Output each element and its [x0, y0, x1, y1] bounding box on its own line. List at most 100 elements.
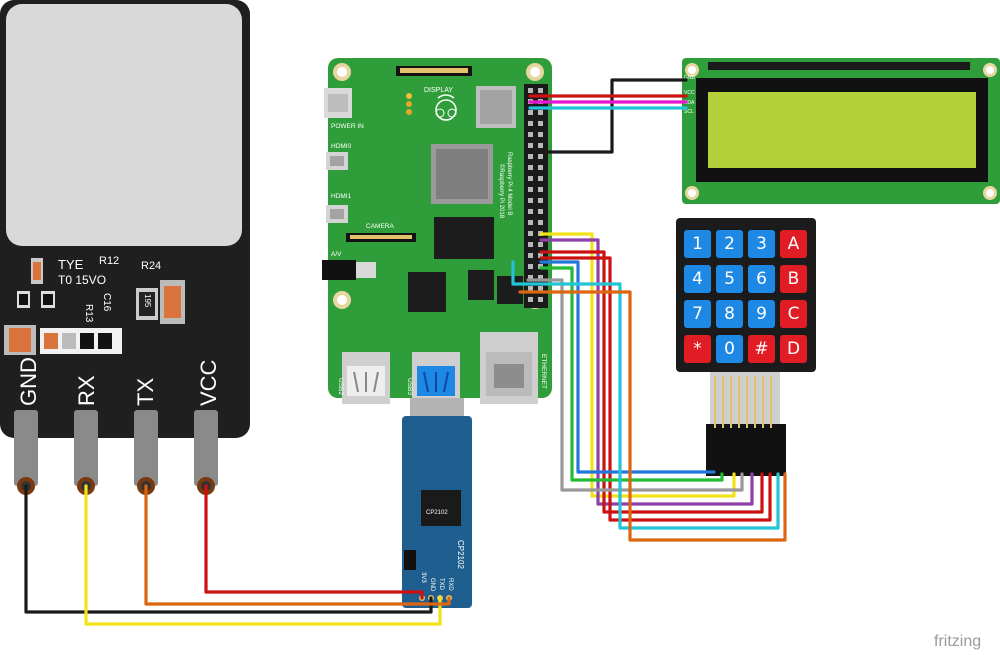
pi-display-label: DISPLAY — [424, 87, 453, 94]
wire-sensor-vcc — [204, 484, 424, 600]
gpio-pin — [528, 187, 533, 192]
wires — [24, 78, 787, 626]
wire-keypad-row3 — [539, 250, 764, 514]
keypad-key-label: * — [693, 339, 702, 359]
keypad-key — [748, 230, 775, 258]
gpio-pin — [538, 88, 543, 93]
gpio-pin — [528, 132, 533, 137]
gpio-pin — [528, 121, 533, 126]
wire-keypad-col5 — [518, 290, 787, 542]
gpio-pin — [528, 143, 533, 148]
gpio-pin — [538, 242, 543, 247]
keypad-key — [716, 300, 743, 328]
svg-text:SCL: SCL — [684, 109, 694, 115]
gpio-pin — [538, 110, 543, 115]
gpio-pin — [528, 297, 533, 302]
keypad-key-label: D — [787, 339, 800, 359]
raspberry-logo-icon — [435, 94, 457, 121]
wire-lcd-gnd — [537, 78, 688, 154]
gpio-pin — [528, 110, 533, 115]
pi-ethernet-label: ETHERNET — [540, 354, 547, 389]
gpio-pin — [538, 209, 543, 214]
raspberry-pi-board: DISPLAY POWER IN HDMI0 HDMI1 CAMERA — [322, 58, 552, 404]
gpio-header — [524, 84, 548, 308]
keypad-ribbon-trace — [730, 376, 732, 428]
svg-text:RXD: RXD — [447, 578, 453, 591]
lcd-pin-labels: GND VCC SDA SCL — [684, 75, 696, 115]
keypad-key — [748, 300, 775, 328]
keypad-key — [780, 335, 807, 363]
pi-hdmi0-label: HDMI0 — [331, 143, 352, 150]
keypad-key-label: 6 — [756, 269, 767, 289]
keypad-key — [684, 230, 711, 258]
gpio-pin — [538, 143, 543, 148]
sensor-marking-t0: T0 15VO — [58, 273, 106, 287]
wire-keypad-row2 — [539, 238, 754, 506]
gpio-pin — [528, 286, 533, 291]
keypad-key-label: 5 — [724, 269, 735, 289]
keypad-key — [684, 265, 711, 293]
wire-sensor-tx — [144, 484, 451, 606]
gpio-pin — [538, 187, 543, 192]
keypad-key — [684, 335, 711, 363]
pi-power-label: POWER IN — [331, 123, 364, 130]
keypad-key-label: 9 — [756, 304, 767, 324]
lcd-display: GND VCC SDA SCL — [682, 58, 1000, 204]
keypad-key-label: 8 — [724, 304, 735, 324]
sensor-pin-gnd-label: GND — [16, 357, 41, 406]
gpio-pin — [528, 165, 533, 170]
keypad-ribbon-trace — [722, 376, 724, 428]
keypad-key — [684, 300, 711, 328]
svg-text:GND: GND — [684, 75, 696, 81]
gpio-pin — [538, 154, 543, 159]
sensor-pin-rx-label: RX — [74, 375, 99, 406]
keypad-key — [716, 335, 743, 363]
keypad-ribbon-trace — [738, 376, 740, 428]
keypad-ribbon-trace — [714, 376, 716, 428]
wire-keypad-col3 — [526, 278, 744, 492]
pi-usb2-label: USB2 — [337, 378, 344, 395]
keypad-key-label: # — [754, 339, 768, 359]
gpio-pin — [538, 198, 543, 203]
keypad-ribbon-trace — [754, 376, 756, 428]
pi-model-line2: ©Raspberry Pi 2018 — [498, 164, 505, 219]
sensor-marking-tye: TYE — [58, 257, 84, 272]
pi-av-label: A/V — [331, 251, 342, 258]
gpio-pin — [538, 253, 543, 258]
gpio-pin — [528, 242, 533, 247]
svg-text:VCC: VCC — [684, 90, 695, 96]
gpio-pin — [528, 88, 533, 93]
sensor-marking-r24: R24 — [141, 260, 161, 272]
keypad-key — [780, 265, 807, 293]
sensor-pin-terminals — [14, 410, 218, 495]
pi-hdmi1-label: HDMI1 — [331, 193, 352, 200]
keypad-key-label: 4 — [692, 269, 703, 289]
gpio-pin — [528, 198, 533, 203]
cp2102-usb-serial-module: CP2102 CP2102 3V3 GND TXD RXD — [402, 398, 472, 608]
keypad-key-label: 7 — [692, 304, 703, 324]
gpio-pin — [538, 165, 543, 170]
keypad-key-label: B — [788, 269, 800, 289]
gpio-pin — [528, 264, 533, 269]
sensor-marking-r13: R13 — [83, 304, 94, 323]
keypad-ribbon-trace — [770, 376, 772, 428]
svg-text:SDA: SDA — [684, 100, 695, 106]
wire-keypad-col2 — [539, 266, 724, 482]
gpio-pin — [528, 253, 533, 258]
gpio-pin — [528, 209, 533, 214]
keypad-key — [780, 300, 807, 328]
gpio-pin — [538, 220, 543, 225]
gpio-pin — [538, 297, 543, 302]
keypad-key-label: 3 — [756, 234, 767, 254]
keypad-key-label: C — [788, 304, 800, 324]
sensor-pin-vcc-label: VCC — [196, 359, 221, 406]
svg-text:3V3: 3V3 — [420, 572, 426, 583]
svg-text:GND: GND — [429, 578, 435, 592]
gpio-pin — [538, 176, 543, 181]
sensor-marking-195: 195 — [143, 294, 152, 308]
sensor-marking-c16: C16 — [101, 293, 112, 312]
sensor-pin-tx-label: TX — [133, 378, 158, 406]
wire-keypad-col1 — [539, 260, 716, 474]
